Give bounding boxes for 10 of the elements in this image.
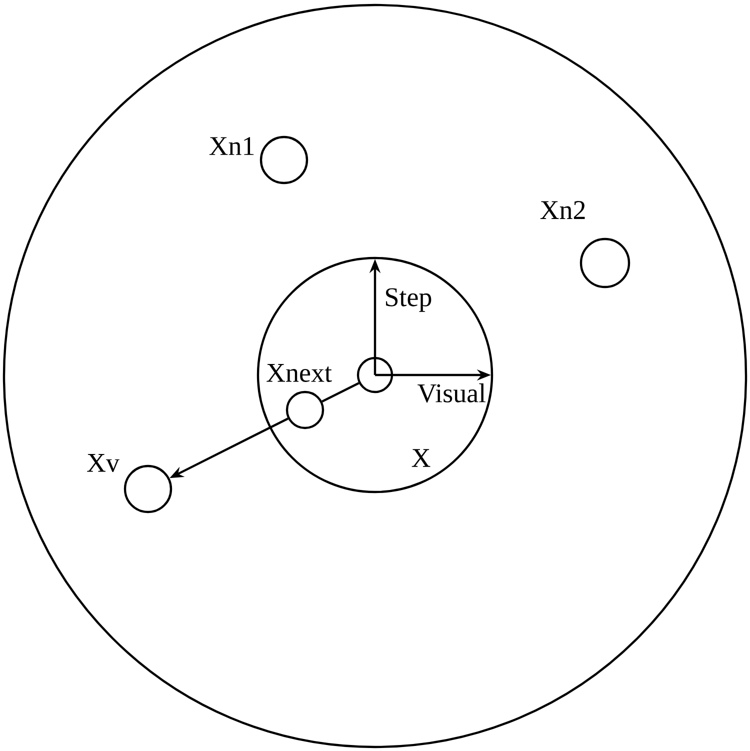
range-circle [256, 256, 494, 494]
point-label: Xn2 [540, 201, 585, 219]
outer-circle [2, 4, 748, 748]
dimension-label: Visual [418, 383, 486, 403]
point-label: Xn1 [209, 137, 254, 155]
point-label: Xv [87, 454, 120, 472]
connector-line [322, 382, 360, 402]
dimension-label: Step [386, 288, 432, 312]
point-label: X [412, 449, 430, 467]
point-label: Xnext [266, 364, 332, 382]
